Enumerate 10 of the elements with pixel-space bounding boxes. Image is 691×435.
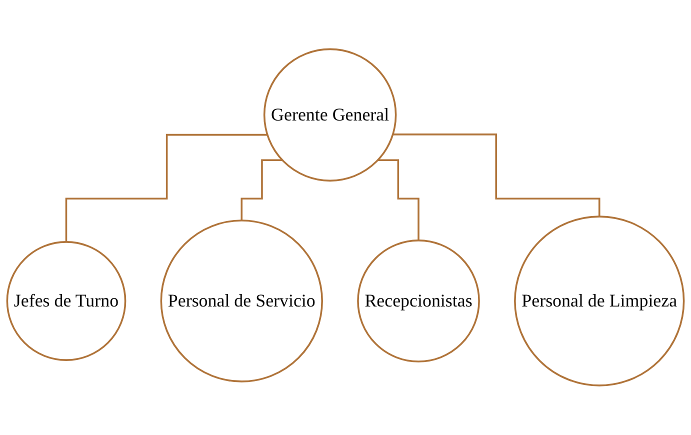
node-circle — [160, 220, 323, 383]
node-circle — [263, 48, 397, 182]
connector — [65, 134, 268, 244]
node-circle — [6, 241, 126, 362]
org-chart: Gerente General Jefes de Turno Personal de Servicio Recepcionistas Personal de Limpieza — [0, 42, 691, 393]
connector — [378, 159, 420, 242]
connector — [240, 159, 282, 222]
connector — [392, 134, 600, 218]
node-circle — [514, 216, 685, 387]
node-circle — [357, 240, 480, 363]
